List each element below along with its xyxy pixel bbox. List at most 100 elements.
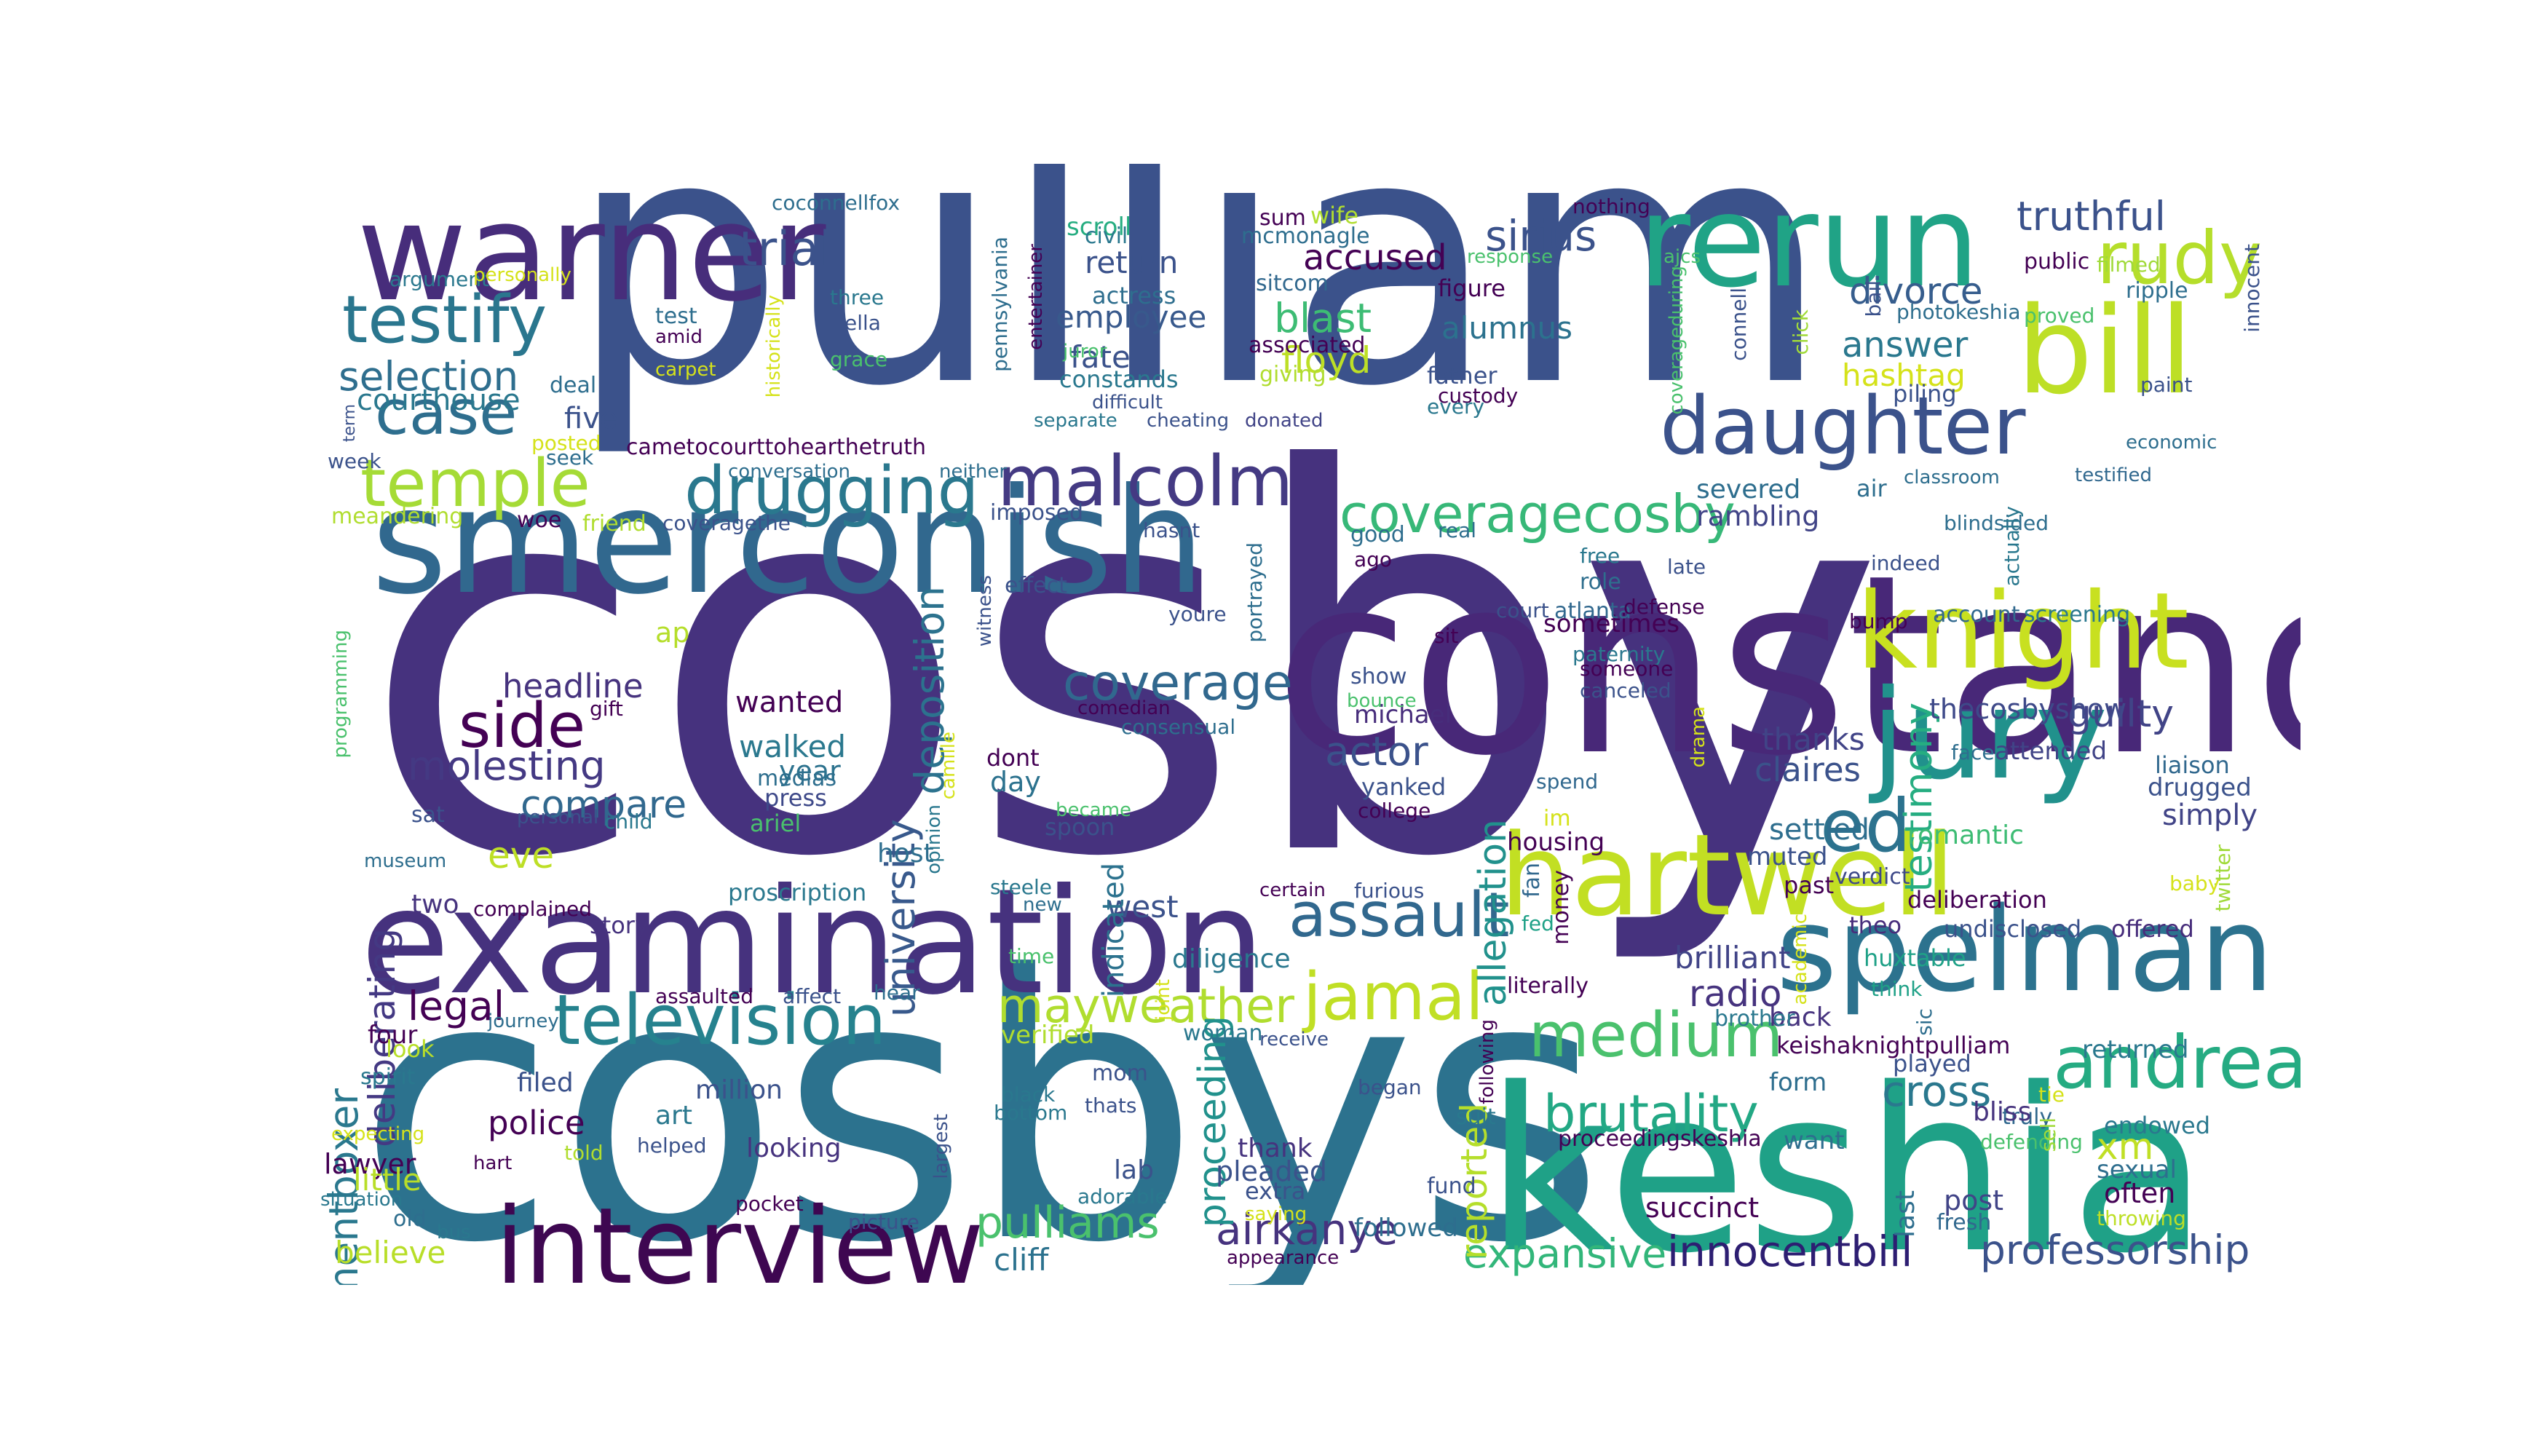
word-wanted: wanted [735, 686, 844, 719]
word-thecosbyshow: thecosbyshow [1929, 693, 2127, 725]
word-complained: complained [473, 897, 593, 921]
word-paint: paint [2140, 373, 2193, 397]
word-tie: tie [2038, 1083, 2065, 1107]
word-bump: bump [1849, 609, 1908, 633]
word-post: post [1944, 1184, 2004, 1216]
word-form: form [1769, 1068, 1827, 1097]
word-professorship: professorship [1980, 1227, 2250, 1273]
word-proceedingskeshia: proceedingskeshia [1558, 1126, 1762, 1152]
word-real: real [1438, 518, 1477, 542]
word-week: week [328, 449, 381, 473]
word-examination: examination [360, 858, 1266, 1027]
word-connell: connell [1727, 288, 1751, 361]
word-argument: argument [389, 267, 489, 291]
word-sirius: sirius [1485, 211, 1597, 261]
word-comedian: comedian [1077, 697, 1171, 719]
word-ajcs: ajcs [1663, 246, 1701, 268]
word-think: think [1871, 977, 1923, 1001]
word-bus: bus [437, 1222, 471, 1243]
word-year: year [779, 755, 841, 787]
word-diligence: diligence [1172, 944, 1291, 974]
word-drugged: drugged [2148, 773, 2252, 802]
word-meandering: meandering [331, 504, 464, 529]
word-cliff: cliff [994, 1242, 1049, 1278]
word-selection: selection [339, 353, 519, 400]
word-ripple: ripple [2126, 278, 2188, 304]
word-historically: historically [763, 295, 785, 398]
word-programming: programming [330, 630, 352, 759]
word-alumnus: alumnus [1441, 310, 1573, 346]
word-donated: donated [1245, 410, 1324, 432]
word-three: three [830, 285, 885, 309]
word-filmed: filmed [2097, 253, 2161, 277]
word-museum: museum [364, 850, 447, 872]
word-keishaknightpulliam: keishaknightpulliam [1776, 1032, 2011, 1059]
word-portrayed: portrayed [1243, 542, 1267, 643]
word-spoon: spoon [1045, 813, 1115, 841]
word-effect: effect [1005, 573, 1067, 598]
word-thats: thats [1085, 1093, 1137, 1117]
word-account: account [1933, 602, 2020, 628]
word-cheating: cheating [1147, 410, 1230, 432]
word-truly: truly [2002, 1104, 2053, 1130]
word-difficult: difficult [1092, 392, 1163, 414]
word-floyd: floyd [1281, 339, 1372, 381]
word-baby: baby [2169, 871, 2220, 895]
word-lawyer: lawyer [324, 1148, 416, 1180]
word-assaulted: assaulted [655, 984, 753, 1008]
word-sometimes: sometimes [1543, 609, 1680, 638]
word-classroom: classroom [1904, 467, 2000, 488]
word-coveragethe: coveragethe [662, 511, 791, 535]
word-im: im [1543, 806, 1571, 831]
word-cametocourttohearthetruth: cametocourttohearthetruth [626, 435, 927, 460]
word-atlanta: atlanta [1554, 598, 1632, 624]
word-sexual: sexual [2097, 1155, 2177, 1184]
word-malcolm: malcolm [997, 442, 1294, 522]
word-proceeding: proceeding [1191, 1016, 1235, 1228]
word-neither: neither [939, 461, 1008, 483]
word-ap: ap [655, 617, 690, 649]
word-back: back [1769, 1002, 1832, 1032]
word-fresh: fresh [1936, 1210, 1992, 1235]
word-drama: drama [1688, 706, 1709, 768]
word-ella: ella [844, 311, 881, 335]
word-knight: knight [1856, 570, 2189, 693]
word-hart: hart [473, 1152, 513, 1174]
word-scroll: scroll [1067, 213, 1132, 242]
word-huxtable: huxtable [1864, 944, 1966, 972]
word-college: college [1358, 799, 1431, 823]
word-want: want [1784, 1126, 1845, 1155]
word-defending: defending [1980, 1130, 2083, 1154]
word-sitcom: sitcom [1256, 271, 1329, 296]
word-mayweather: mayweather [997, 979, 1294, 1034]
word-brilliant: brilliant [1674, 940, 1791, 976]
word-literally: literally [1507, 973, 1589, 999]
word-pocket: pocket [735, 1192, 804, 1216]
word-last: last [1891, 1190, 1920, 1238]
word-nothing: nothing [1572, 194, 1650, 218]
word-look: look [386, 1035, 435, 1063]
word-employee: employee [1056, 299, 1207, 335]
word-late: late [1667, 555, 1706, 579]
word-undisclosed: undisclosed [1944, 915, 2082, 943]
word-public: public [2024, 249, 2090, 274]
word-witness: witness [974, 575, 996, 647]
word-every: every [1427, 395, 1485, 419]
word-journey: journey [488, 1010, 559, 1032]
word-sum: sum [1259, 205, 1306, 231]
word-coverage: coverage [1063, 654, 1293, 712]
word-jury: jury [1871, 663, 2108, 807]
word-pleaded: pleaded [1216, 1155, 1327, 1187]
word-innocent: innocent [2240, 244, 2264, 333]
word-indicated: indicated [1097, 863, 1131, 998]
word-personal: personal [517, 807, 599, 828]
word-became: became [1056, 799, 1132, 821]
word-filed: filed [517, 1068, 574, 1098]
word-woman: woman [1183, 1021, 1263, 1046]
word-blast: blast [1274, 295, 1372, 341]
word-show: show [1350, 664, 1407, 689]
word-bail: bail [1861, 280, 1886, 317]
word-smerconish: smerconish [371, 457, 1206, 627]
word-paternity: paternity [1572, 642, 1666, 666]
